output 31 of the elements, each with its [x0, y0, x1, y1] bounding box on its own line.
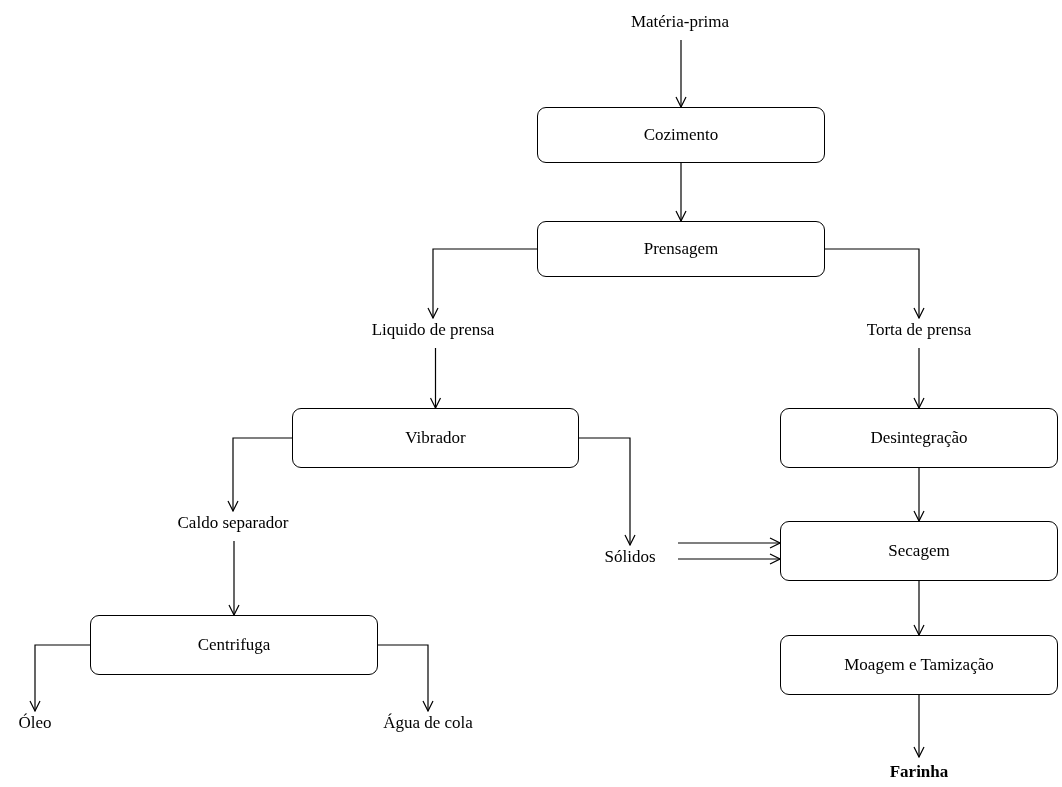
flow-label: Farinha [879, 759, 959, 785]
arrow [824, 248, 925, 319]
process-box: Desintegração [780, 408, 1058, 468]
process-box: Centrifuga [90, 615, 378, 675]
process-box: Vibrador [292, 408, 579, 468]
arrow [677, 553, 781, 565]
flow-label: Caldo separador [143, 509, 323, 537]
process-box: Prensagem [537, 221, 825, 277]
flow-label: Sólidos [588, 543, 672, 571]
arrow [913, 467, 925, 522]
arrow [228, 540, 240, 616]
arrow [913, 694, 925, 758]
flow-label: Matéria-prima [600, 8, 760, 36]
arrow [675, 39, 687, 108]
flow-label: Água de cola [363, 709, 493, 737]
process-box: Secagem [780, 521, 1058, 581]
flow-label: Liquido de prensa [333, 316, 533, 344]
arrow [427, 248, 538, 319]
process-box: Cozimento [537, 107, 825, 163]
arrow [429, 347, 442, 409]
process-box: Moagem e Tamização [780, 635, 1058, 695]
arrow [377, 644, 434, 712]
arrow [675, 162, 687, 222]
flow-label: Óleo [10, 709, 60, 737]
arrow [578, 437, 636, 546]
arrow [29, 644, 91, 712]
arrow [913, 580, 925, 636]
flow-label: Torta de prensa [829, 316, 1009, 344]
arrow [677, 537, 781, 549]
arrow [913, 347, 925, 409]
arrow [227, 437, 293, 512]
